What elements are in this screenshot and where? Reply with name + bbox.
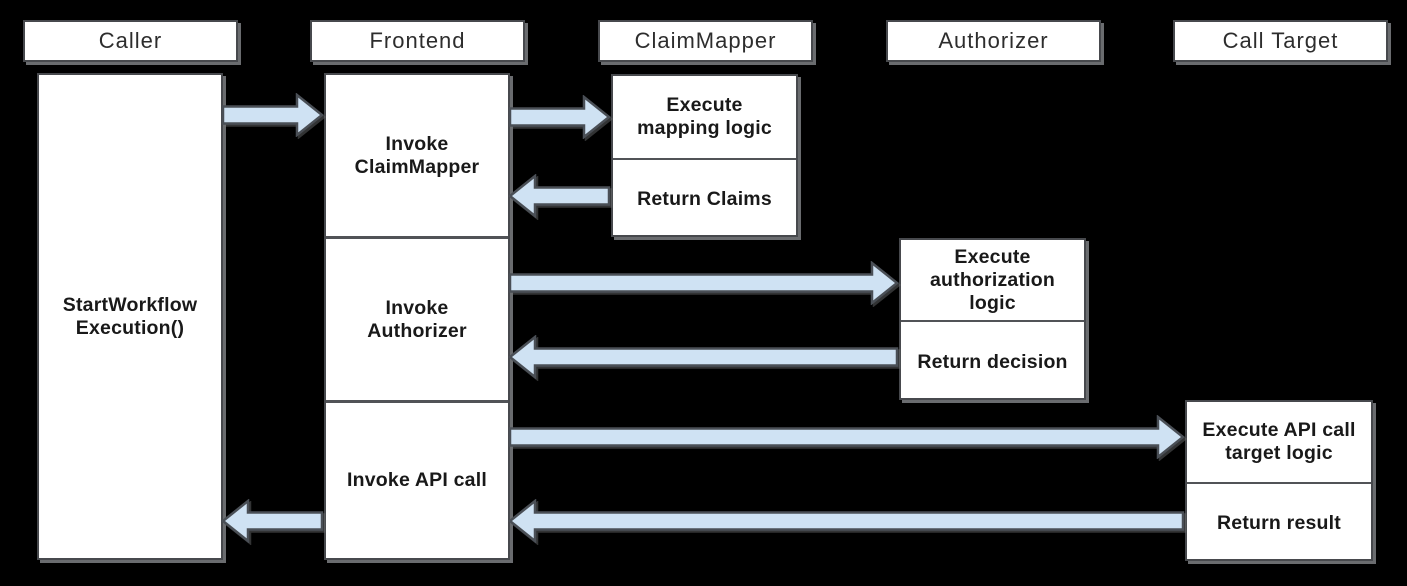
- step-invoke-authorizer: Invoke Authorizer: [326, 236, 508, 400]
- arrow-call-target-to-frontend: [508, 499, 1185, 543]
- step-label: Return decision: [917, 350, 1068, 373]
- lane-header-authorizer: Authorizer: [886, 20, 1101, 62]
- arrow-frontend-to-claimmapper: [508, 95, 611, 139]
- activation-call-target-stack: Execute API call target logic Return res…: [1185, 400, 1373, 561]
- arrow-caller-to-frontend: [221, 93, 324, 137]
- step-label: Invoke API call: [347, 469, 487, 491]
- activation-claimmapper-stack: Execute mapping logic Return Claims: [611, 74, 798, 237]
- activation-authorizer-stack: Execute authorization logic Return decis…: [899, 238, 1086, 400]
- arrow-claimmapper-to-frontend: [508, 174, 611, 218]
- step-execute-api-call-target-logic: Execute API call target logic: [1187, 402, 1371, 482]
- step-label: Invoke ClaimMapper: [354, 132, 480, 178]
- step-execute-authorization-logic: Execute authorization logic: [901, 240, 1084, 320]
- step-execute-mapping-logic: Execute mapping logic: [613, 76, 796, 158]
- step-invoke-api-call: Invoke API call: [326, 400, 508, 558]
- lane-header-call-target: Call Target: [1173, 20, 1388, 62]
- lane-header-claimmapper: ClaimMapper: [598, 20, 813, 62]
- arrow-frontend-to-caller: [221, 499, 324, 543]
- step-label: Invoke Authorizer: [367, 296, 467, 342]
- step-label: Return Claims: [637, 188, 772, 210]
- arrow-frontend-to-call-target: [508, 415, 1185, 459]
- arrow-authorizer-to-frontend: [508, 335, 899, 379]
- step-return-decision: Return decision: [901, 320, 1084, 402]
- step-label: Execute mapping logic: [637, 94, 772, 139]
- lane-header-frontend: Frontend: [310, 20, 525, 62]
- step-label: Execute authorization logic: [929, 245, 1055, 314]
- activation-label: StartWorkflow Execution(): [62, 293, 198, 339]
- activation-start-workflow-execution: StartWorkflow Execution(): [37, 73, 223, 560]
- step-label: Execute API call target logic: [1202, 419, 1356, 464]
- step-invoke-claimmapper: Invoke ClaimMapper: [326, 75, 508, 236]
- arrow-frontend-to-authorizer: [508, 261, 899, 305]
- step-return-result: Return result: [1187, 482, 1371, 563]
- step-return-claims: Return Claims: [613, 158, 796, 239]
- step-label: Return result: [1217, 512, 1341, 534]
- activation-frontend-stack: Invoke ClaimMapper Invoke Authorizer Inv…: [324, 73, 510, 560]
- lane-header-caller: Caller: [23, 20, 238, 62]
